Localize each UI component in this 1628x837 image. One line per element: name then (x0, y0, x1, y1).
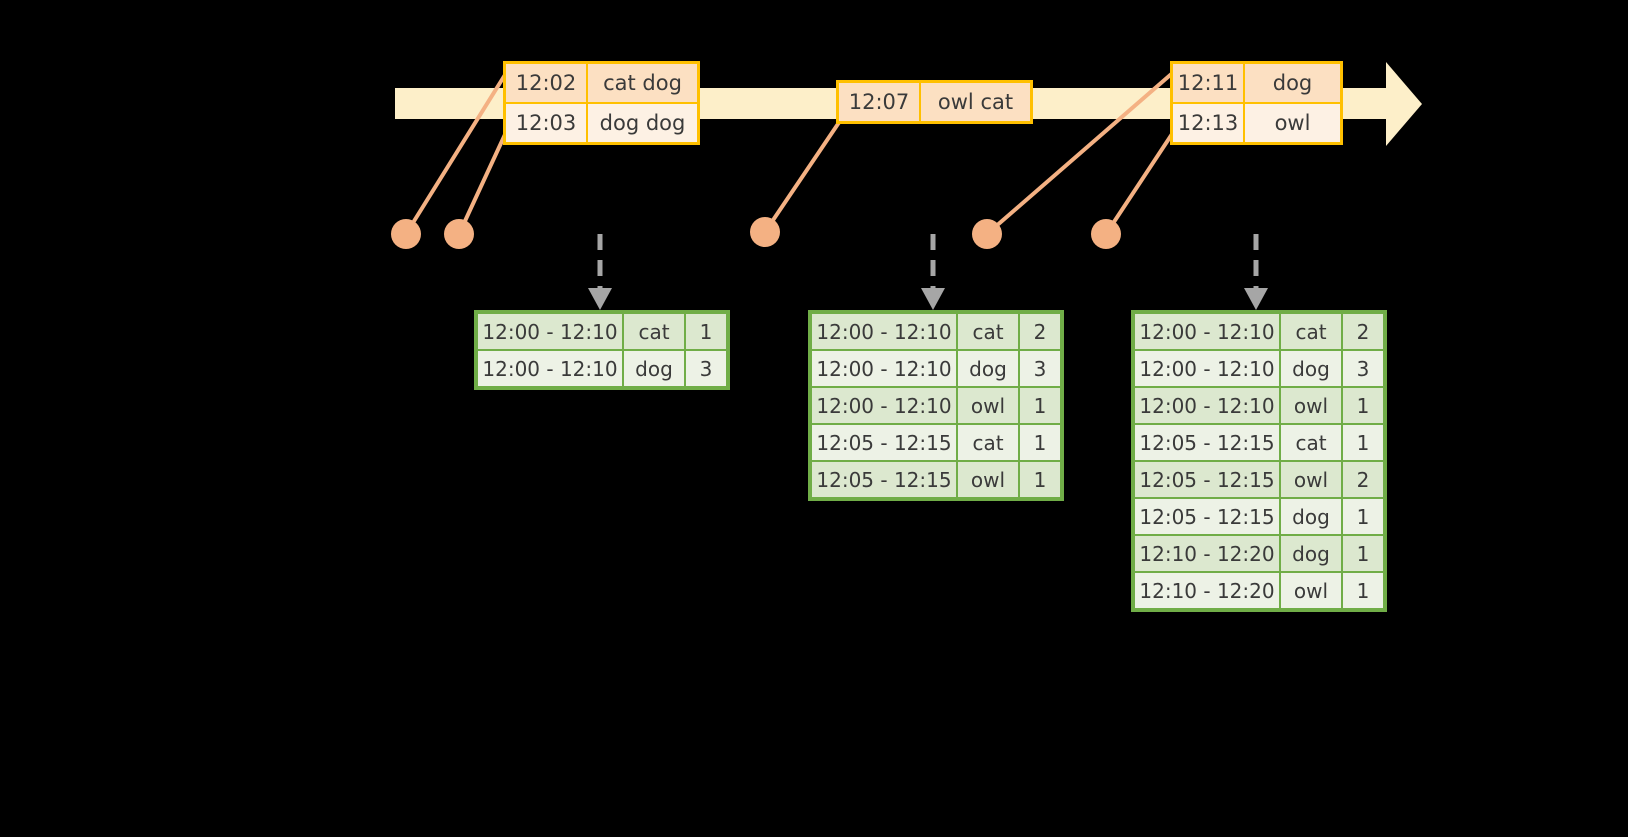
cell-window: 12:05 - 12:15 (1134, 461, 1280, 498)
cell-window: 12:00 - 12:10 (1134, 313, 1280, 350)
timeline-arrow-head-icon (1386, 62, 1422, 146)
event-value: owl cat (921, 83, 1030, 121)
cell-count: 2 (1342, 313, 1384, 350)
connector-lines (404, 68, 1178, 236)
cell-window: 12:10 - 12:20 (1134, 535, 1280, 572)
event-group-3: 12:11 dog 12:13 owl (1170, 61, 1343, 145)
cell-count: 3 (1019, 350, 1061, 387)
cell-count: 1 (1342, 387, 1384, 424)
cell-window: 12:10 - 12:20 (1134, 572, 1280, 609)
event-row: 12:02 cat dog (506, 64, 697, 102)
cell-key: dog (1280, 350, 1342, 387)
cell-window: 12:00 - 12:10 (1134, 350, 1280, 387)
connector-dots (391, 217, 1121, 249)
event-value: cat dog (588, 64, 697, 102)
emit-arrow-head-1-icon (588, 288, 612, 310)
cell-count: 1 (685, 313, 727, 350)
cell-window: 12:05 - 12:15 (1134, 424, 1280, 461)
cell-window: 12:05 - 12:15 (811, 424, 957, 461)
cell-key: owl (1280, 461, 1342, 498)
cell-key: owl (1280, 572, 1342, 609)
cell-key: dog (1280, 535, 1342, 572)
cell-count: 1 (1019, 424, 1061, 461)
cell-window: 12:05 - 12:15 (1134, 498, 1280, 535)
cell-count: 1 (1019, 387, 1061, 424)
cell-window: 12:00 - 12:10 (1134, 387, 1280, 424)
event-row: 12:13 owl (1173, 102, 1340, 142)
cell-key: dog (623, 350, 685, 387)
emit-arrow-head-3-icon (1244, 288, 1268, 310)
cell-key: cat (623, 313, 685, 350)
connector-line-4 (985, 68, 1178, 236)
connector-dot-3 (750, 217, 780, 247)
event-time: 12:07 (839, 83, 921, 121)
cell-window: 12:00 - 12:10 (811, 350, 957, 387)
connector-dot-2 (444, 219, 474, 249)
event-time: 12:13 (1173, 104, 1245, 142)
cell-window: 12:00 - 12:10 (477, 313, 623, 350)
cell-window: 12:05 - 12:15 (811, 461, 957, 498)
emit-arrows (588, 234, 1268, 310)
connector-dot-5 (1091, 219, 1121, 249)
cell-key: cat (1280, 424, 1342, 461)
cell-window: 12:00 - 12:10 (811, 313, 957, 350)
event-group-1: 12:02 cat dog 12:03 dog dog (503, 61, 700, 145)
event-row: 12:11 dog (1173, 64, 1340, 102)
connector-dot-1 (391, 219, 421, 249)
cell-key: owl (957, 461, 1019, 498)
cell-count: 1 (1342, 572, 1384, 609)
cell-key: cat (957, 313, 1019, 350)
event-time: 12:11 (1173, 64, 1245, 102)
cell-count: 3 (685, 350, 727, 387)
cell-count: 1 (1019, 461, 1061, 498)
event-group-2: 12:07 owl cat (836, 80, 1033, 124)
connector-line-5 (1104, 126, 1178, 236)
cell-count: 1 (1342, 535, 1384, 572)
cell-key: cat (957, 424, 1019, 461)
cell-count: 1 (1342, 424, 1384, 461)
cell-count: 2 (1342, 461, 1384, 498)
connector-line-3 (763, 116, 844, 234)
event-time: 12:02 (506, 64, 588, 102)
event-value: owl (1245, 104, 1340, 142)
connector-dot-4 (972, 219, 1002, 249)
event-value: dog dog (588, 104, 697, 142)
connector-line-1 (404, 68, 510, 236)
cell-count: 3 (1342, 350, 1384, 387)
connector-line-2 (457, 126, 510, 236)
cell-key: owl (1280, 387, 1342, 424)
cell-count: 1 (1342, 498, 1384, 535)
cell-window: 12:00 - 12:10 (811, 387, 957, 424)
event-time: 12:03 (506, 104, 588, 142)
emit-arrow-head-2-icon (921, 288, 945, 310)
cell-window: 12:00 - 12:10 (477, 350, 623, 387)
cell-count: 2 (1019, 313, 1061, 350)
cell-key: dog (1280, 498, 1342, 535)
cell-key: owl (957, 387, 1019, 424)
event-value: dog (1245, 64, 1340, 102)
cell-key: cat (1280, 313, 1342, 350)
cell-key: dog (957, 350, 1019, 387)
event-row: 12:07 owl cat (839, 83, 1030, 121)
event-row: 12:03 dog dog (506, 102, 697, 142)
